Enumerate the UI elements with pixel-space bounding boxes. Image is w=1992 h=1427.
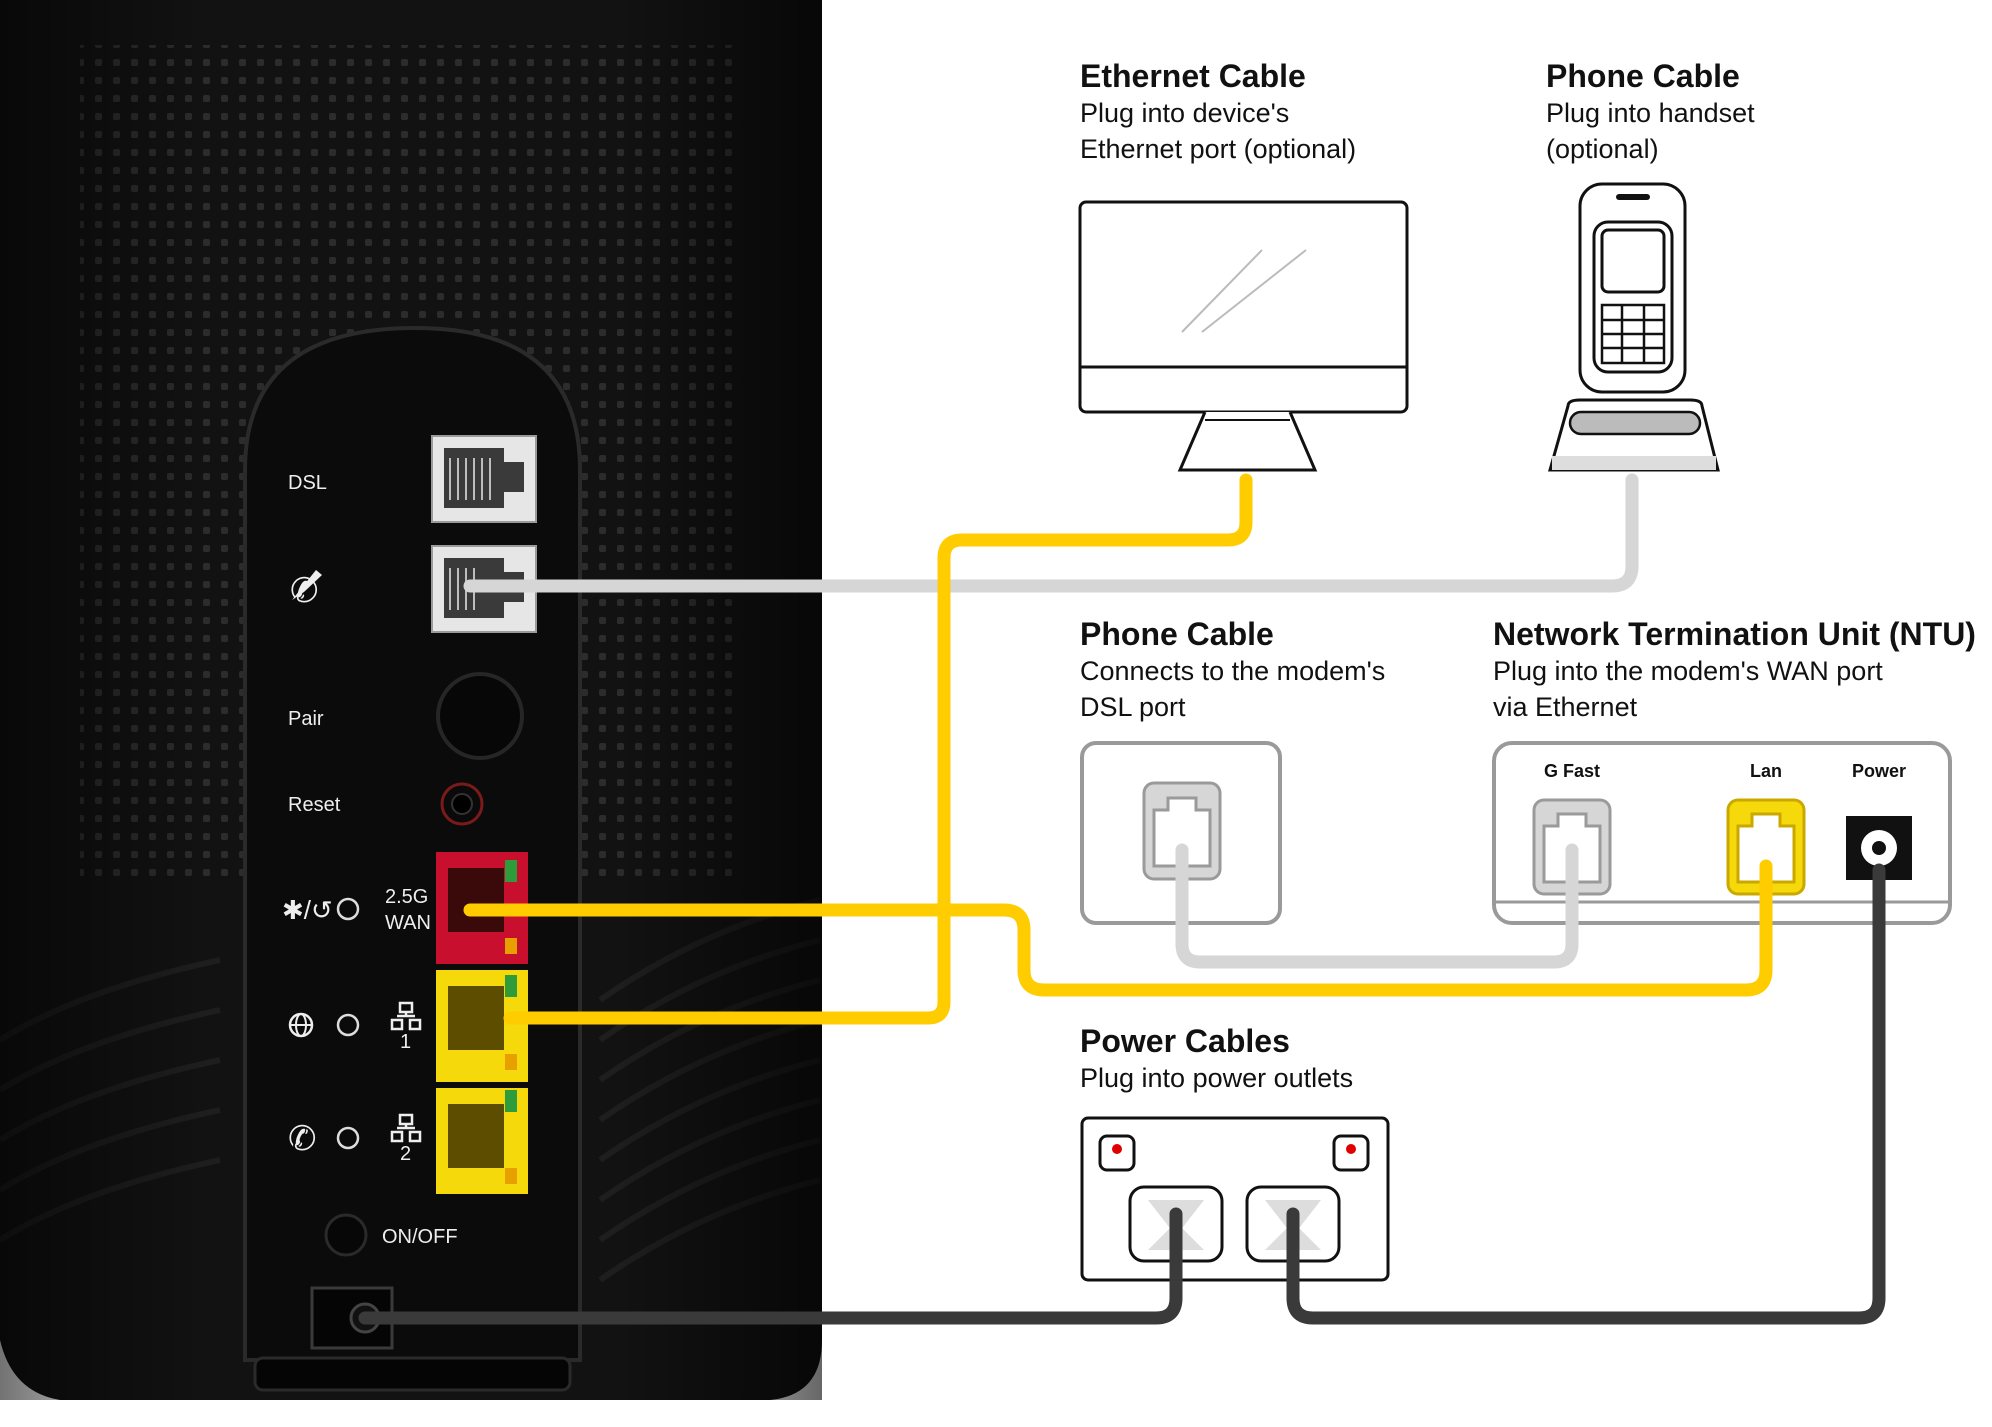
globe-icon <box>288 1012 314 1038</box>
callout-description: via Ethernet <box>1493 692 1638 722</box>
modem: ✆ ✱/↺ ✆ DSL Pair Reset 2.5G WAN 1 2 <box>0 0 822 1400</box>
wan-label-line2: WAN <box>385 912 431 934</box>
callout-power-cables: Power Cables Plug into power outlets <box>1080 1022 1353 1096</box>
power-cable-modem <box>358 1207 1183 1325</box>
callout-description: Plug into handset <box>1546 98 1755 128</box>
phone-icon: ✆ <box>288 1120 317 1158</box>
lan1-port <box>436 970 528 1082</box>
callout-title: Phone Cable <box>1546 58 1740 94</box>
callout-description: Plug into power outlets <box>1080 1063 1354 1093</box>
lan-network-icon <box>390 1001 422 1031</box>
ntu-lan-port <box>1726 798 1806 896</box>
cordless-handset-icon <box>1548 182 1720 472</box>
callout-title: Phone Cable <box>1080 616 1274 652</box>
callout-ethernet-cable: Ethernet Cable Plug into device's Ethern… <box>1080 57 1356 167</box>
callout-ntu: Network Termination Unit (NTU) Plug into… <box>1493 615 1976 725</box>
computer-monitor-icon <box>1078 200 1409 472</box>
callout-handset-phone-cable: Phone Cable Plug into handset (optional) <box>1546 57 1755 167</box>
modem-foot-slot <box>253 1356 572 1392</box>
lan-network-icon <box>390 1113 422 1143</box>
callout-description: Plug into device's <box>1080 98 1290 128</box>
cables <box>358 473 1886 1325</box>
callout-description: DSL port <box>1080 692 1186 722</box>
reset-button[interactable] <box>440 782 484 826</box>
svg-text:✆: ✆ <box>290 572 319 610</box>
callout-title: Power Cables <box>1080 1023 1290 1059</box>
ethernet-cable-ntu <box>463 859 1773 997</box>
callout-description: Connects to the modem's <box>1080 656 1386 686</box>
ntu-gfast-label: G Fast <box>1544 761 1600 781</box>
reset-label: Reset <box>288 794 341 816</box>
on-off-label: ON/OFF <box>382 1226 458 1248</box>
status-led <box>336 1126 360 1150</box>
status-led <box>336 897 360 921</box>
status-led <box>336 1013 360 1037</box>
lan1-number: 1 <box>400 1031 411 1053</box>
callout-description: (optional) <box>1546 134 1659 164</box>
phone-icon: ✆ <box>290 570 322 610</box>
power-button[interactable] <box>324 1213 368 1257</box>
lan2-number: 2 <box>400 1143 411 1165</box>
pair-button[interactable] <box>436 672 524 760</box>
dsl-port <box>431 435 537 523</box>
power-cable-ntu <box>1286 863 1886 1325</box>
svg-text:✱/↺: ✱/↺ <box>282 895 333 925</box>
callout-title: Ethernet Cable <box>1080 58 1306 94</box>
pair-label: Pair <box>288 708 324 730</box>
phone-cable-handset <box>463 473 1639 593</box>
lan2-port <box>436 1088 528 1194</box>
callout-description: Ethernet port (optional) <box>1080 134 1357 164</box>
power-outlet <box>1080 1116 1390 1282</box>
callout-title: Network Termination Unit (NTU) <box>1493 616 1976 652</box>
ntu-device: G Fast Lan Power <box>1492 741 1952 925</box>
callout-dsl-phone-cable: Phone Cable Connects to the modem's DSL … <box>1080 615 1385 725</box>
callout-description: Plug into the modem's WAN port <box>1493 656 1883 686</box>
ntu-power-label: Power <box>1852 761 1906 781</box>
ethernet-cable-computer <box>503 473 1253 1025</box>
bluetooth-wps-icon: ✱/↺ <box>282 895 333 925</box>
wan-label-line1: 2.5G <box>385 886 428 908</box>
wall-phone-jack <box>1080 741 1282 925</box>
dsl-label: DSL <box>288 472 327 494</box>
svg-text:✆: ✆ <box>288 1120 317 1158</box>
ntu-lan-label: Lan <box>1750 761 1782 781</box>
phone-cable-dsl <box>1175 843 1579 969</box>
